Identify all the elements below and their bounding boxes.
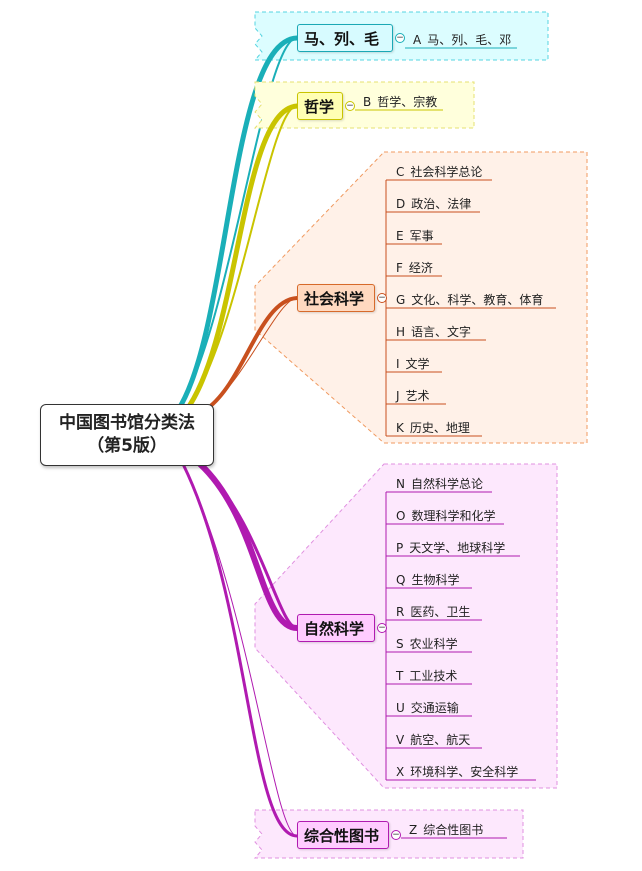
connector-4 bbox=[181, 462, 299, 838]
subtopic-T[interactable]: T 工业技术 bbox=[394, 667, 459, 685]
subtopic-text: 农业科学 bbox=[409, 637, 458, 651]
subtopic-code: N bbox=[396, 477, 405, 491]
branch-topic-4[interactable]: 综合性图书 bbox=[297, 821, 389, 849]
subtopic-code: P bbox=[396, 541, 404, 555]
subtopic-Z[interactable]: Z 综合性图书 bbox=[407, 821, 485, 839]
subtopic-F[interactable]: F 经济 bbox=[394, 259, 435, 277]
subtopic-text: 文学 bbox=[405, 357, 430, 371]
collapse-toggle-icon[interactable]: − bbox=[395, 33, 405, 43]
subtopic-text: 医药、卫生 bbox=[410, 605, 471, 619]
subtopic-code: K bbox=[396, 421, 404, 435]
subtopic-code: T bbox=[396, 669, 404, 683]
subtopic-text: 社会科学总论 bbox=[410, 165, 483, 179]
subtopic-text: 天文学、地球科学 bbox=[409, 541, 506, 555]
connector-2 bbox=[206, 296, 299, 410]
subtopic-code: J bbox=[396, 389, 400, 403]
subtopic-Q[interactable]: Q 生物科学 bbox=[394, 571, 461, 589]
connector-1 bbox=[182, 103, 300, 415]
subtopic-code: B bbox=[363, 95, 372, 109]
subtopic-code: I bbox=[396, 357, 400, 371]
branch-topic-0[interactable]: 马、列、毛 bbox=[297, 24, 393, 52]
branch-label: 社会科学 bbox=[304, 289, 365, 308]
subtopic-code: S bbox=[396, 637, 404, 651]
branch-label: 自然科学 bbox=[304, 619, 365, 638]
subtopic-code: H bbox=[396, 325, 406, 339]
subtopic-text: 生物科学 bbox=[411, 573, 460, 587]
subtopic-B[interactable]: B 哲学、宗教 bbox=[361, 93, 439, 111]
subtopic-text: 数理科学和化学 bbox=[411, 509, 496, 523]
subtopic-code: V bbox=[396, 733, 405, 747]
subtopic-code: Z bbox=[409, 823, 418, 837]
subtopic-H[interactable]: H 语言、文字 bbox=[394, 323, 473, 341]
subtopic-N[interactable]: N 自然科学总论 bbox=[394, 475, 485, 493]
branch-topic-1[interactable]: 哲学 bbox=[297, 92, 343, 120]
subtopic-code: R bbox=[396, 605, 405, 619]
subtopic-C[interactable]: C 社会科学总论 bbox=[394, 163, 484, 181]
subtopic-P[interactable]: P 天文学、地球科学 bbox=[394, 539, 507, 557]
subtopic-text: 经济 bbox=[408, 261, 433, 275]
subtopic-D[interactable]: D 政治、法律 bbox=[394, 195, 473, 213]
collapse-toggle-icon[interactable]: − bbox=[377, 293, 387, 303]
subtopic-O[interactable]: O 数理科学和化学 bbox=[394, 507, 497, 525]
connector-taper-3 bbox=[198, 462, 299, 630]
collapse-toggle-icon[interactable]: − bbox=[345, 101, 355, 111]
subtopic-text: 航空、航天 bbox=[410, 733, 471, 747]
collapse-toggle-icon[interactable]: − bbox=[391, 830, 401, 840]
subtopic-X[interactable]: X 环境科学、安全科学 bbox=[394, 763, 520, 781]
connector-taper-4 bbox=[182, 463, 298, 837]
subtopic-code: G bbox=[396, 293, 406, 307]
subtopic-text: 军事 bbox=[409, 229, 434, 243]
branch-label: 哲学 bbox=[304, 97, 335, 116]
subtopic-code: E bbox=[396, 229, 404, 243]
root-topic[interactable]: 中国图书馆分类法 （第5版） bbox=[40, 404, 214, 466]
collapse-toggle-icon[interactable]: − bbox=[377, 623, 387, 633]
subtopic-S[interactable]: S 农业科学 bbox=[394, 635, 460, 653]
subtopic-code: C bbox=[396, 165, 405, 179]
root-title-line1: 中国图书馆分类法 bbox=[59, 413, 195, 433]
subtopic-G[interactable]: G 文化、科学、教育、体育 bbox=[394, 291, 545, 309]
subtopic-K[interactable]: K 历史、地理 bbox=[394, 419, 472, 437]
subtopic-text: 综合性图书 bbox=[423, 823, 484, 837]
subtopic-text: 艺术 bbox=[405, 389, 430, 403]
root-title-line2: （第5版） bbox=[87, 436, 167, 456]
subtopic-code: D bbox=[396, 197, 406, 211]
connector-taper-2 bbox=[207, 297, 298, 409]
subtopic-code: Q bbox=[396, 573, 406, 587]
subtopic-E[interactable]: E 军事 bbox=[394, 227, 436, 245]
subtopic-I[interactable]: I 文学 bbox=[394, 355, 432, 373]
subtopic-J[interactable]: J 艺术 bbox=[394, 387, 432, 405]
subtopic-R[interactable]: R 医药、卫生 bbox=[394, 603, 472, 621]
connector-0 bbox=[175, 35, 300, 413]
boundary-3 bbox=[254, 463, 558, 789]
subtopic-text: 语言、文字 bbox=[411, 325, 472, 339]
subtopic-text: 文化、科学、教育、体育 bbox=[411, 293, 544, 307]
subtopic-text: 环境科学、安全科学 bbox=[410, 765, 519, 779]
subtopic-code: A bbox=[413, 33, 422, 47]
branch-label: 综合性图书 bbox=[304, 826, 380, 845]
subtopic-text: 工业技术 bbox=[409, 669, 458, 683]
subtopic-text: 马、列、毛、邓 bbox=[427, 33, 512, 47]
connector-taper-0 bbox=[177, 37, 298, 411]
branch-topic-3[interactable]: 自然科学 bbox=[297, 614, 375, 642]
subtopic-text: 交通运输 bbox=[410, 701, 459, 715]
subtopic-code: X bbox=[396, 765, 405, 779]
subtopic-code: O bbox=[396, 509, 406, 523]
subtopic-text: 历史、地理 bbox=[409, 421, 470, 435]
subtopic-A[interactable]: A 马、列、毛、邓 bbox=[411, 31, 513, 49]
branch-label: 马、列、毛 bbox=[304, 29, 380, 48]
boundary-2 bbox=[254, 151, 588, 444]
subtopic-V[interactable]: V 航空、航天 bbox=[394, 731, 472, 749]
subtopic-text: 自然科学总论 bbox=[410, 477, 483, 491]
subtopic-U[interactable]: U 交通运输 bbox=[394, 699, 461, 717]
subtopic-code: F bbox=[396, 261, 403, 275]
subtopic-code: U bbox=[396, 701, 405, 715]
subtopic-text: 哲学、宗教 bbox=[377, 95, 438, 109]
branch-topic-2[interactable]: 社会科学 bbox=[297, 284, 375, 312]
subtopic-text: 政治、法律 bbox=[411, 197, 472, 211]
connector-taper-1 bbox=[184, 105, 298, 413]
